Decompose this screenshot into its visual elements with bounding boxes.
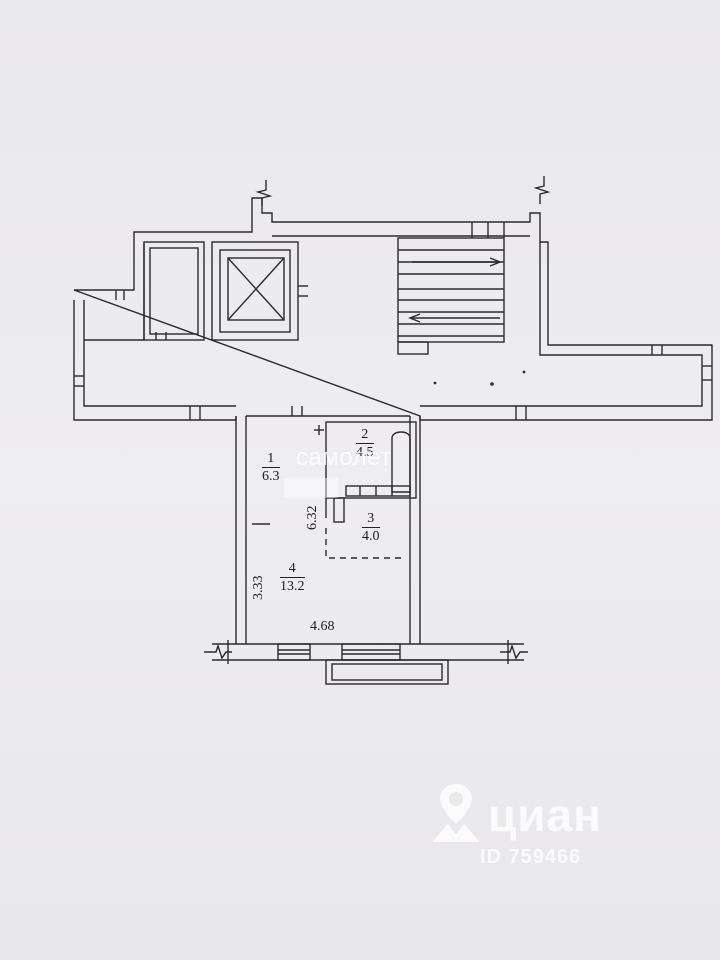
room-3-area: 4.0 — [362, 529, 380, 544]
location-pin-icon — [432, 784, 480, 842]
wall-ticks — [74, 285, 712, 420]
staircase — [397, 222, 505, 355]
room-2-number: 2 — [356, 428, 374, 444]
cian-brand-text: циан — [488, 789, 602, 841]
samolet-watermark-mark — [284, 478, 338, 498]
dimension-room4-width: 4.68 — [310, 619, 335, 634]
kitchen-zone — [325, 528, 404, 559]
room-1-number: 1 — [262, 452, 280, 468]
room-4-area: 13.2 — [280, 579, 305, 594]
bathroom — [325, 421, 417, 523]
room-1-label: 1 6.3 — [262, 452, 280, 484]
balcony — [325, 659, 449, 685]
utility-room — [143, 241, 205, 341]
room-1-area: 6.3 — [262, 469, 280, 484]
room-2-area: 4.5 — [356, 445, 374, 460]
samolet-watermark: самолет — [296, 444, 392, 471]
dimension-room4-height: 3.33 — [251, 575, 266, 601]
corridor-inner-wall — [83, 235, 703, 407]
break-symbols — [204, 176, 551, 660]
elevator-shaft — [211, 241, 299, 341]
dimension-room1-length: 6.32 — [305, 505, 320, 531]
apartment-walls — [235, 415, 421, 644]
cian-watermark: циан ID 759466 — [424, 776, 634, 872]
room-3-label: 3 4.0 — [362, 512, 380, 544]
room-3-number: 3 — [362, 512, 380, 528]
room-2-label: 2 4.5 — [356, 428, 374, 460]
cian-listing-id: ID 759466 — [480, 846, 582, 868]
room-4-number: 4 — [280, 562, 305, 578]
corridor-outer-wall — [73, 197, 713, 421]
room-4-label: 4 13.2 — [280, 562, 305, 594]
